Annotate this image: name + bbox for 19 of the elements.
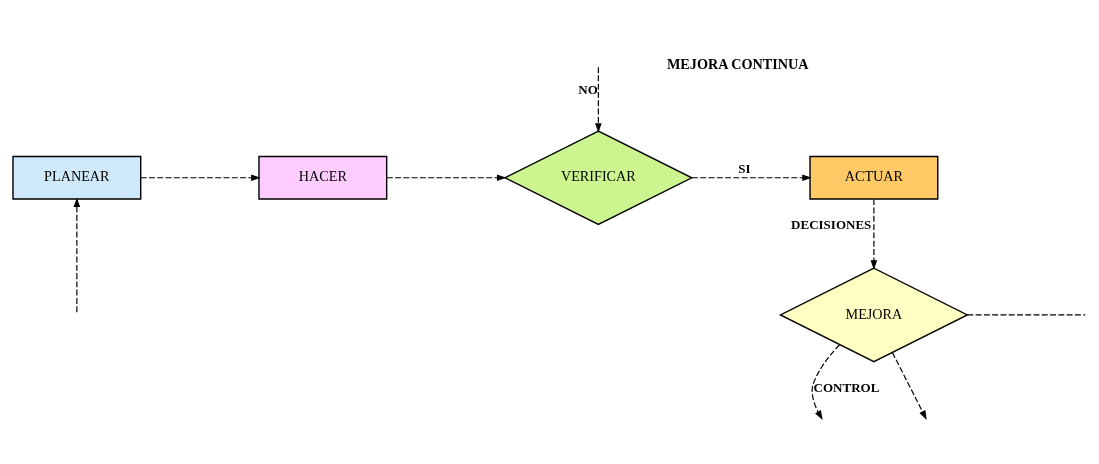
label: MEJORA CONTINUA [666,55,809,72]
node-diamond: MEJORA [778,267,969,363]
arrow [691,174,812,182]
arrow [140,174,261,182]
arrow [386,174,507,182]
edge-label: CONTROL [813,380,880,396]
node-box: PLANEAR [12,155,142,200]
node-box: HACER [258,155,388,200]
node-box: ACTUAR [809,155,939,200]
edge-label: DECISIONES [791,216,872,232]
arrow [73,197,81,315]
edge-label: NO [578,82,598,98]
edge-label: SI [738,160,751,176]
node-diamond: VERIFICAR [503,130,694,226]
arrow [811,344,841,420]
arrow [595,66,602,133]
arrow [870,198,878,270]
arrow [891,351,927,420]
connector [966,314,1086,316]
